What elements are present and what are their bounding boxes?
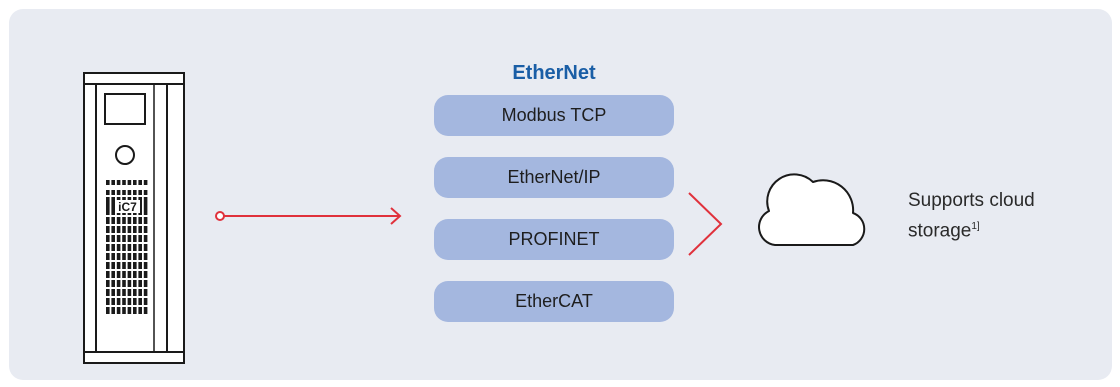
protocol-modbus-tcp: Modbus TCP [434,95,674,136]
protocol-list: Modbus TCP EtherNet/IP PROFINET EtherCAT [434,95,674,322]
ethernet-title: EtherNet [512,62,596,84]
cloud-storage-text: Supports cloud storage [908,190,1035,242]
footnote-marker: 1] [971,221,980,232]
drive-device-icon: iC7 [83,72,185,364]
diagram-panel: iC7 EtherNet Modbus TCP EtherNet/IP PROF… [9,9,1112,380]
cloud-storage-label: Supports cloud storage1] [908,188,1108,244]
connection-arrow [215,207,402,225]
protocol-ethernet-ip: EtherNet/IP [434,157,674,198]
protocol-ethercat: EtherCAT [434,281,674,322]
device-badge: iC7 [118,200,137,214]
chevron-right-icon [688,192,723,256]
protocol-profinet: PROFINET [434,219,674,260]
cloud-icon [758,173,866,246]
